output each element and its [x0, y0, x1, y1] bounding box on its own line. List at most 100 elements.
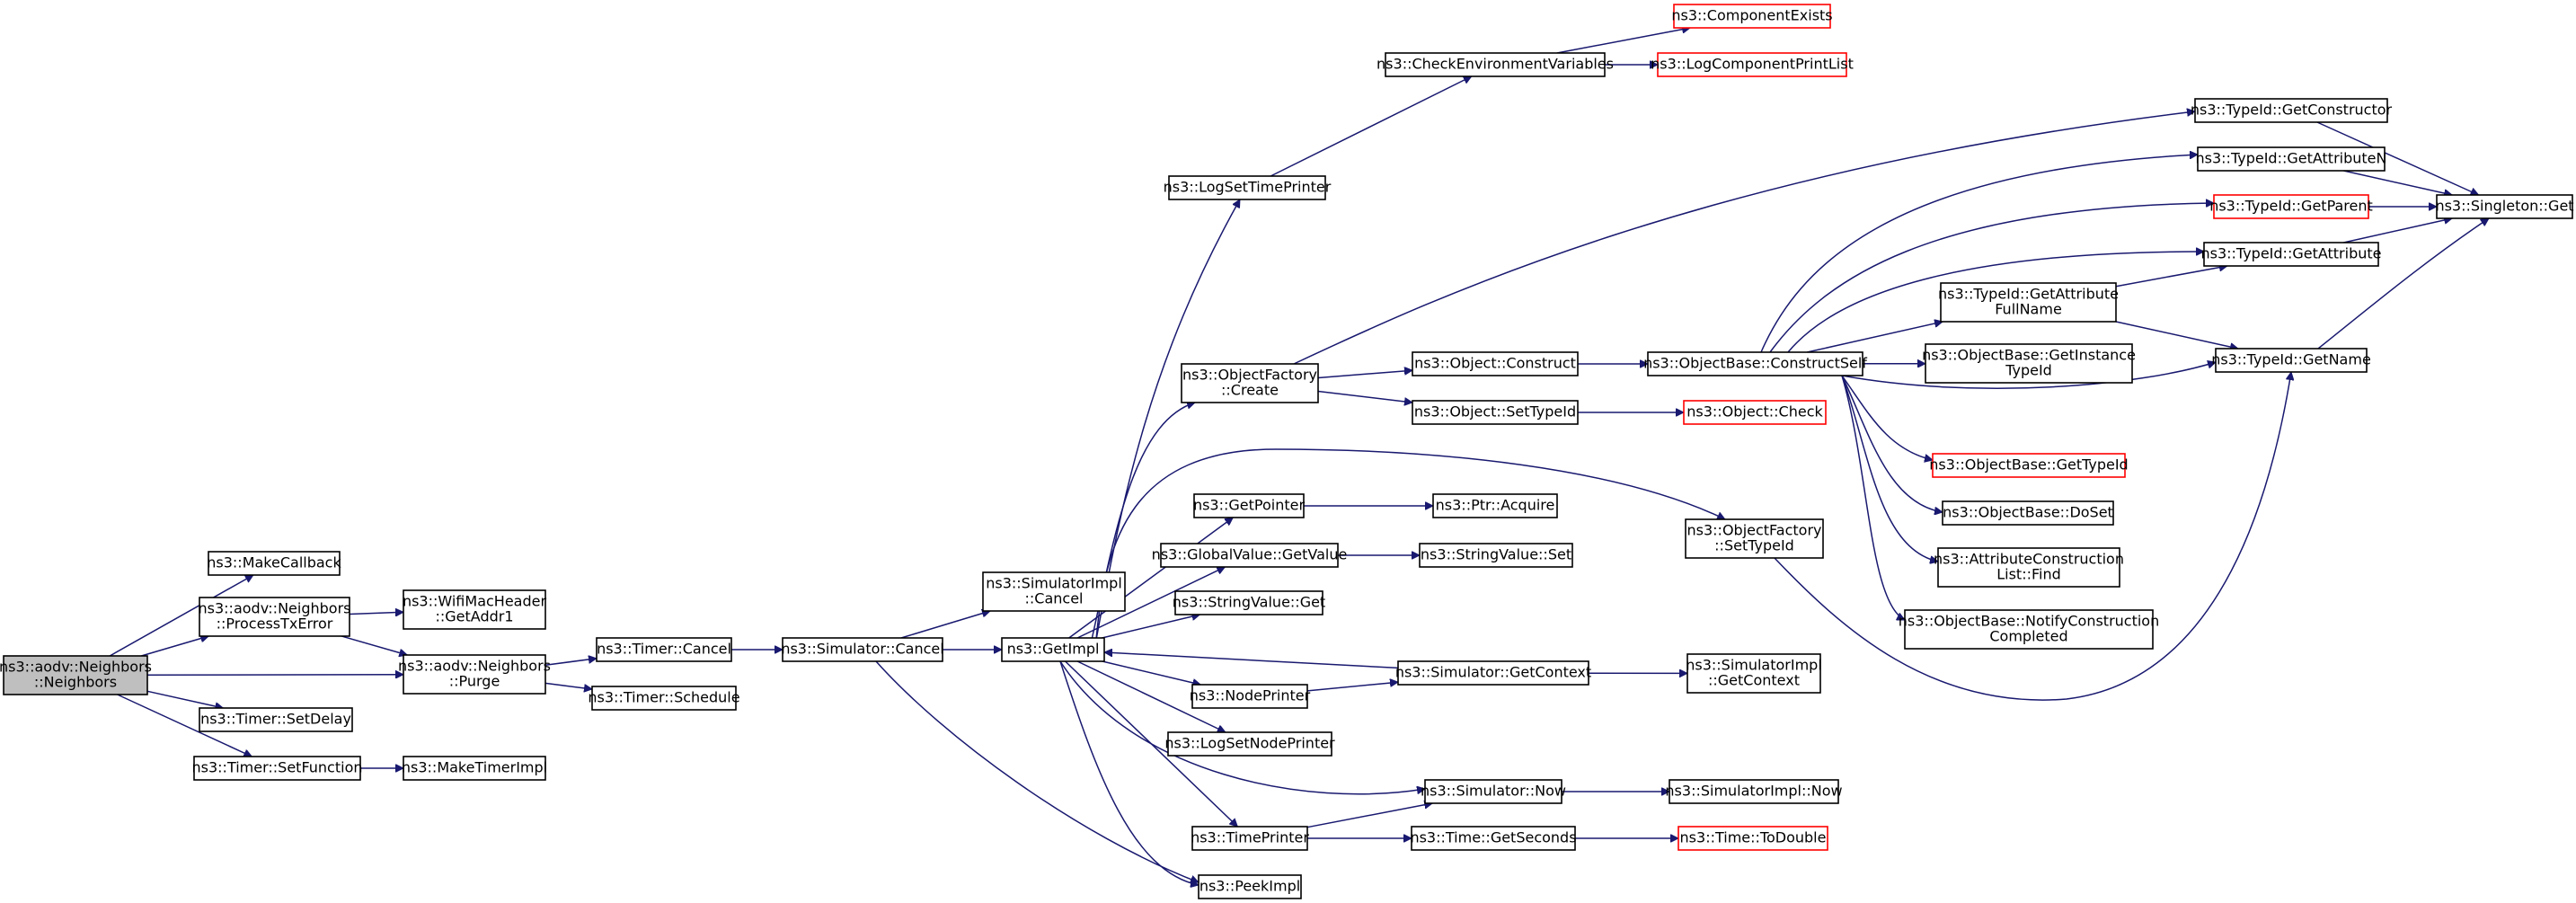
node-objectfactory_create[interactable]: ns3::ObjectFactory::Create: [1181, 363, 1319, 403]
node-wifimac_getaddr1[interactable]: ns3::WifiMacHeader::GetAddr1: [403, 589, 547, 630]
node-label: List::Find: [1996, 566, 2061, 583]
edge-objectfactory_settypeid-to-typeid_getname: [1774, 372, 2291, 701]
node-label: ns3::Timer::Schedule: [588, 689, 739, 706]
edge-getimpl-to-timeprinter: [1065, 660, 1238, 827]
node-makecallback[interactable]: ns3::MakeCallback: [207, 551, 341, 576]
node-typeid_getname[interactable]: ns3::TypeId::GetName: [2211, 348, 2371, 373]
node-box: [1925, 343, 2133, 384]
node-logsettimeprinter[interactable]: ns3::LogSetTimePrinter: [1164, 175, 1332, 200]
node-componentexists[interactable]: ns3::ComponentExists: [1671, 4, 1833, 29]
node-simulator_now[interactable]: ns3::Simulator::Now: [1421, 779, 1566, 804]
node-timeprinter[interactable]: ns3::TimePrinter: [1191, 826, 1309, 851]
edge-typeid_getattributen-to-singleton_get: [2343, 170, 2452, 195]
node-logsetnodeprinter[interactable]: ns3::LogSetNodePrinter: [1164, 731, 1335, 757]
node-box: [1193, 493, 1305, 518]
node-box: [403, 589, 546, 630]
node-label: ns3::Ptr::Acquire: [1436, 497, 1555, 514]
node-label: ns3::SimulatorImpl::Now: [1665, 783, 1842, 800]
node-timer_schedule[interactable]: ns3::Timer::Schedule: [588, 686, 740, 711]
node-stringvalue_get[interactable]: ns3::StringValue::Get: [1173, 590, 1325, 615]
node-simulator_getcontext[interactable]: ns3::Simulator::GetContext: [1395, 660, 1591, 686]
node-label: ns3::Object::SetTypeId: [1414, 403, 1576, 421]
node-box: [782, 637, 943, 662]
node-box: [1419, 543, 1573, 568]
edge-purge-to-timer_schedule: [544, 682, 592, 689]
edge-objectbase_constructself-to-objectbase_doset: [1841, 375, 1943, 512]
node-label: ns3::Time::ToDouble: [1680, 829, 1827, 846]
node-timer_cancel[interactable]: ns3::Timer::Cancel: [596, 637, 732, 662]
node-root[interactable]: ns3::aodv::Neighbors::Neighbors: [0, 655, 152, 695]
node-objectbase_gettypeid[interactable]: ns3::ObjectBase::GetTypeId: [1929, 453, 2129, 478]
node-objectbase_notifyconstructioncompleted[interactable]: ns3::ObjectBase::NotifyConstructionCompl…: [1899, 609, 2159, 650]
node-box: [1940, 282, 2117, 323]
edge-timeprinter-to-simulator_now: [1306, 803, 1432, 828]
node-checkenvvars[interactable]: ns3::CheckEnvironmentVariables: [1377, 52, 1614, 77]
node-object_construct[interactable]: ns3::Object::Construct: [1412, 351, 1579, 376]
node-timer_setfunction[interactable]: ns3::Timer::SetFunction: [192, 756, 363, 781]
node-ptr_acquire[interactable]: ns3::Ptr::Acquire: [1432, 493, 1558, 518]
node-box: [1412, 351, 1579, 376]
node-typeid_getattributen[interactable]: ns3::TypeId::GetAttributeN: [2196, 146, 2387, 172]
edge-checkenvvars-to-componentexists: [1556, 28, 1690, 54]
node-label: ns3::StringValue::Get: [1173, 594, 1325, 611]
node-box: [1424, 779, 1562, 804]
node-simulatorimpl_getcontext[interactable]: ns3::SimulatorImpl::GetContext: [1686, 653, 1822, 694]
edge-logsettimeprinter-to-checkenvvars: [1270, 75, 1472, 177]
node-timer_setdelay[interactable]: ns3::Timer::SetDelay: [199, 707, 353, 732]
node-typeid_getconstructor[interactable]: ns3::TypeId::GetConstructor: [2191, 98, 2393, 123]
node-box: [1198, 874, 1302, 899]
node-box: [2197, 146, 2386, 172]
edge-objectbase_constructself-to-typeid_getname: [1841, 362, 2216, 389]
edge-purge-to-timer_cancel: [544, 659, 597, 666]
edge-simulator_cancel-to-peekimpl: [875, 660, 1199, 882]
node-label: TypeId: [2005, 362, 2052, 379]
node-box: [2215, 348, 2368, 373]
node-typeid_getattribute[interactable]: ns3::TypeId::GetAttribute: [2200, 242, 2382, 267]
node-objectbase_constructself[interactable]: ns3::ObjectBase::ConstructSelf: [1643, 351, 1867, 376]
edge-objectfactory_create-to-object_construct: [1317, 370, 1412, 379]
node-box: [1191, 826, 1308, 851]
node-objectfactory_settypeid[interactable]: ns3::ObjectFactory::SetTypeId: [1685, 518, 1824, 559]
node-purge[interactable]: ns3::aodv::Neighbors::Purge: [398, 654, 551, 695]
node-label: ns3::TypeId::GetAttributeN: [2196, 150, 2387, 167]
node-label: ns3::Timer::SetFunction: [192, 759, 363, 776]
node-objectbase_doset[interactable]: ns3::ObjectBase::DoSet: [1942, 500, 2114, 526]
node-singleton_get[interactable]: ns3::Singleton::Get: [2435, 194, 2574, 219]
node-time_todouble[interactable]: ns3::Time::ToDouble: [1677, 826, 1828, 851]
node-logcomponentprintlist[interactable]: ns3::LogComponentPrintList: [1651, 52, 1854, 77]
node-simulator_cancel[interactable]: ns3::Simulator::Cancel: [781, 637, 944, 662]
node-label: ns3::ObjectFactory: [1182, 367, 1317, 384]
node-simulatorimpl_cancel[interactable]: ns3::SimulatorImpl::Cancel: [982, 571, 1126, 612]
node-getimpl[interactable]: ns3::GetImpl: [1001, 637, 1105, 662]
edge-objectfactory_create-to-typeid_getconstructor: [1293, 111, 2195, 365]
node-time_getseconds[interactable]: ns3::Time::GetSeconds: [1410, 826, 1577, 851]
node-stringvalue_set[interactable]: ns3::StringValue::Set: [1419, 543, 1573, 568]
node-peekimpl[interactable]: ns3::PeekImpl: [1198, 874, 1302, 899]
node-label: ns3::ComponentExists: [1671, 7, 1832, 24]
edge-typeid_getname-to-singleton_get: [2317, 217, 2489, 350]
node-label: ::ProcessTxError: [217, 615, 333, 633]
edge-objectbase_constructself-to-typeid_getparent: [1769, 203, 2214, 353]
node-box: [1657, 52, 1847, 77]
node-box: [1685, 518, 1824, 559]
node-globalvalue_getvalue[interactable]: ns3::GlobalValue::GetValue: [1152, 543, 1348, 568]
node-getpointer[interactable]: ns3::GetPointer: [1193, 493, 1306, 518]
edge-typeid_getattributefullname-to-typeid_getname: [2115, 321, 2238, 349]
node-nodeprinter[interactable]: ns3::NodePrinter: [1190, 684, 1311, 709]
edge-getimpl-to-logsetnodeprinter: [1076, 660, 1226, 733]
node-processtxerror[interactable]: ns3::aodv::Neighbors::ProcessTxError: [199, 597, 351, 637]
node-simulatorimpl_now[interactable]: ns3::SimulatorImpl::Now: [1665, 779, 1843, 804]
node-label: ns3::GlobalValue::GetValue: [1152, 546, 1348, 563]
node-typeid_getparent[interactable]: ns3::TypeId::GetParent: [2209, 194, 2373, 219]
node-object_check[interactable]: ns3::Object::Check: [1683, 400, 1827, 425]
node-box: [2194, 98, 2388, 123]
edge-root-to-makecallback: [109, 574, 253, 657]
node-label: ns3::aodv::Neighbors: [0, 659, 152, 676]
edge-root-to-timer_setfunction: [117, 694, 252, 757]
edge-nodeprinter-to-simulator_getcontext: [1306, 682, 1398, 692]
node-object_settypeid[interactable]: ns3::Object::SetTypeId: [1412, 400, 1579, 425]
node-maketimerimpl[interactable]: ns3::MakeTimerImpl: [402, 756, 547, 781]
